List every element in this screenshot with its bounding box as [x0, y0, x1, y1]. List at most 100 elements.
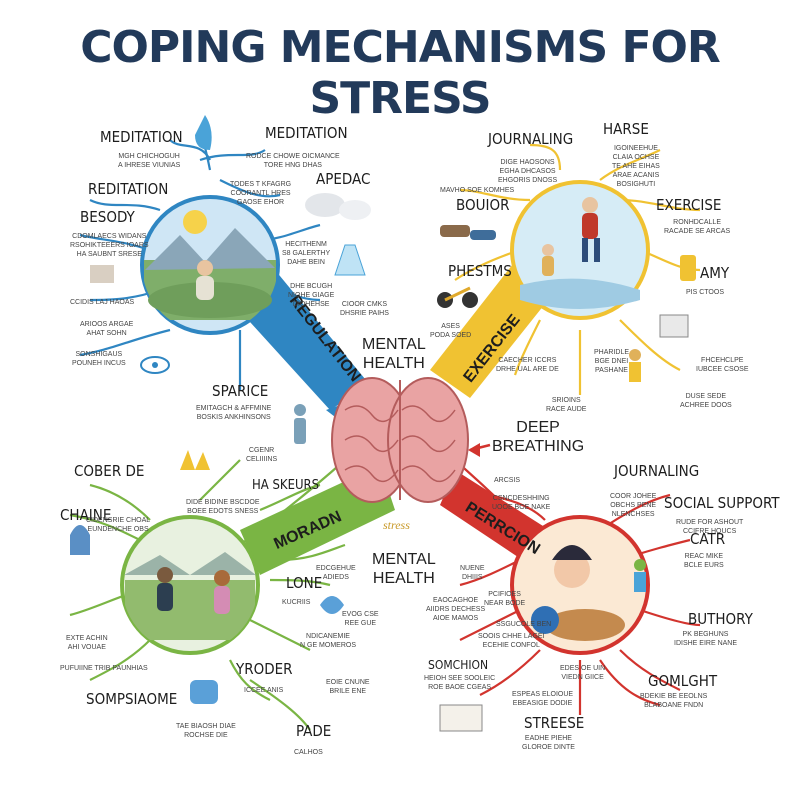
tl-small-1: RODCE CHOWE OICMANCE TORE HNG DHAS [246, 153, 340, 169]
tl-small-5: ARIOOS ARGAE AHAT SOHN [80, 321, 134, 337]
tl-small-8: HECITHENM S8 GALERTHY DAHE BEIN [282, 241, 331, 266]
bl-small-3: EXTE ACHIN AHI VOUAE [66, 635, 108, 651]
tl-small-2: TODES T KFAGRG COORANTL HRES GAOSE EHOR [230, 181, 292, 206]
tl-label-besody: BESODY [80, 208, 135, 226]
tr-small-7: PHARIDLE BGE DNEI PASHANE [594, 349, 630, 374]
scooter-icon [437, 286, 478, 308]
bl-small-2: CIDENSRIE CHOAL EUNDENCHE OBS [86, 517, 151, 533]
tl-small-3: CDOMLAECS WIDANS RSOHIKTEEERS IOARS HA S… [70, 233, 149, 258]
bl-small-1: DIDE BIDINE BSCDOE BOEE EDOTS SNESS [186, 499, 260, 515]
br-small-13: HEIOH SEE SOOLEIC ROE BAOE CGEAS [424, 675, 496, 691]
br-small-5: PK BEGHUNS IDISHE EIRE NANE [674, 631, 738, 647]
person-icon [629, 349, 641, 382]
book-icon [659, 314, 689, 338]
br-small-7: NUENE DHIIIS [460, 565, 485, 581]
hands-icon [70, 525, 90, 555]
br-small-2: COOR JOHEE OBCHS PENE NLENCHSES [610, 493, 657, 518]
tl-small-4: CCIDIS LAJ HAOAS [70, 299, 135, 306]
shoes-icon [440, 225, 496, 240]
bl-label-yroder: YRODER [236, 660, 293, 678]
tr-small-6: SRIOINS RACE AUDE [546, 397, 587, 413]
br-small-12: EDES OE UIN VIEDN GIICE [560, 665, 606, 681]
stress-script-word: stress [383, 518, 410, 532]
tl-label-meditation-1: MEDITATION [100, 128, 183, 146]
cup-icon [190, 680, 218, 704]
tr-label-journaling: JOURNALING [488, 130, 574, 148]
br-label-somchion: SOMCHION [428, 658, 489, 672]
br-small-4: REAC MIKE BCLE EURS [684, 553, 724, 569]
br-label-gomlght: GOMLGHT [648, 672, 718, 690]
figure-green-icon [634, 559, 646, 592]
bl-label-cober-de: COBER DE [74, 462, 145, 480]
bl-small-8: NDICANEMIE N GE MOMEROS [300, 633, 357, 649]
tr-label-bouior: BOUIOR [456, 196, 510, 214]
mental-health-label-bottom: MENTAL HEALTH [372, 551, 436, 587]
tr-label-harse: HARSE [603, 120, 649, 138]
tl-label-meditation-2: MEDITATION [265, 124, 348, 142]
bottle-icon [680, 255, 696, 281]
tl-label-reditation: REDITATION [88, 180, 169, 198]
tr-small-3: RONHDCALLE RACADE SE ARCAS [664, 219, 731, 235]
tl-small-6: SONSHIGAUS POUNEH INCUS [72, 351, 126, 367]
chair-icon [90, 265, 114, 283]
mental-health-label-top: MENTAL HEALTH [362, 336, 426, 372]
bl-small-7: EVOG CSE REE GUE [342, 611, 379, 627]
tl-small-7: EMITAGCH & AFFMINE BOSKIS ANKHINSONS [196, 405, 272, 421]
bl-label-lone: LONE [286, 574, 323, 592]
perrcion-circle-image [510, 515, 650, 655]
bl-small-10: ICCEE ANIS [244, 687, 284, 694]
deep-breathing-arrowhead [468, 443, 480, 457]
page-title: COPING MECHANISMS FOR STRESS [80, 22, 721, 124]
tr-small-5: CAECHER ICCRS DRHE UAL ARE DE [496, 357, 559, 373]
pills-icon [305, 193, 371, 220]
bl-label-chaine: CHAINE [60, 506, 112, 524]
leaf-icon [320, 596, 344, 614]
br-small-0: ARCSIS [494, 477, 521, 484]
tr-small-4: ASES PODA SOED [430, 323, 472, 339]
tr-label-phestms: PHESTMS [448, 262, 512, 280]
tr-small-9: DUSE SEDE ACHREE DOOS [680, 393, 732, 409]
bl-small-6: KUCRIIS [282, 599, 311, 606]
br-small-6: BDEKIE BE EEOLNS BLABOANE FNDN [640, 693, 708, 709]
bl-small-12: CALHOS [294, 749, 323, 756]
br-small-11: SOOIS CHHE LAGEI ECEHIE CONFOL [478, 633, 545, 649]
bl-small-11: TAE BIAOSH DIAE ROCHSE DIE [176, 723, 236, 739]
br-small-8: EAOCAGHOE AIIDRS DECHESS AIOE MAMOS [426, 597, 486, 622]
tl-small-10: CIOOR CMKS DHSRIE PAIHS [340, 301, 389, 317]
eye-icon [140, 356, 170, 374]
brain-illustration [331, 377, 469, 503]
tr-small-8: FHCEHCLPE IUBCEE CSOSE [696, 357, 749, 373]
bl-small-9: EOIE CNUNE BRILE ENE [326, 679, 370, 695]
bl-small-5: EDCGEHUE ADIEDS [316, 565, 356, 581]
figure-icon [294, 404, 306, 444]
bl-label-sompsiaome: SOMPSIAOME [86, 690, 178, 708]
deep-breathing-label: DEEP BREATHING [492, 419, 585, 455]
tr-label-exercise: EXERCISE [656, 196, 722, 214]
br-small-1: CSNCDESHHING UOOE BOE NAKE [492, 495, 551, 511]
br-label-social-support: SOCIAL SUPPORT [664, 494, 780, 512]
br-label-catr: CATR [690, 530, 726, 548]
br-label-buthory: BUTHORY [688, 610, 753, 628]
tl-small-0: MGH CHICHOGUH A IHRESE VIUNIAS [118, 153, 181, 169]
tr-small-1: IGOINEEHUE CLAIA OCHSE TE AHE EIHAS ARAE… [612, 145, 660, 188]
regulation-circle-image [140, 195, 280, 335]
tr-small-0: DIGE HAOSONS EGHA DHCASOS EHGORIS DNOSS [498, 159, 558, 184]
br-small-3: RUDE FOR ASHOUT CCIFRE HOUCS [676, 519, 744, 535]
tl-small-9: DHE BCUGH NIOHE GIAGE DIOHEHSE [288, 283, 335, 308]
br-label-journaling: JOURNALING [614, 462, 700, 480]
tr-label-amy: AMY [700, 264, 730, 282]
tr-small-2: MAVHO SOE KOMHES [440, 187, 515, 194]
br-small-10: SSGUCOLE BEN [496, 621, 552, 628]
br-label-streese: STREESE [524, 714, 585, 732]
moradn-circle-image [120, 515, 260, 655]
tl-label-sparice: SPARICE [212, 382, 269, 400]
tl-label-apedac: APEDAC [316, 170, 371, 188]
bl-small-0: CGENR CELIIIINS [246, 447, 278, 463]
bl-label-pade: PADE [296, 722, 332, 740]
br-small-15: EADHE PIEHE GLOROE DINTE [522, 735, 575, 751]
bl-label-ha-skeurs: HA SKEURS [252, 478, 320, 493]
book-red-icon [439, 704, 483, 732]
bl-small-4: PUFUIINE TRIB PAUNHIAS [60, 665, 148, 672]
lotus-icon [180, 450, 210, 470]
